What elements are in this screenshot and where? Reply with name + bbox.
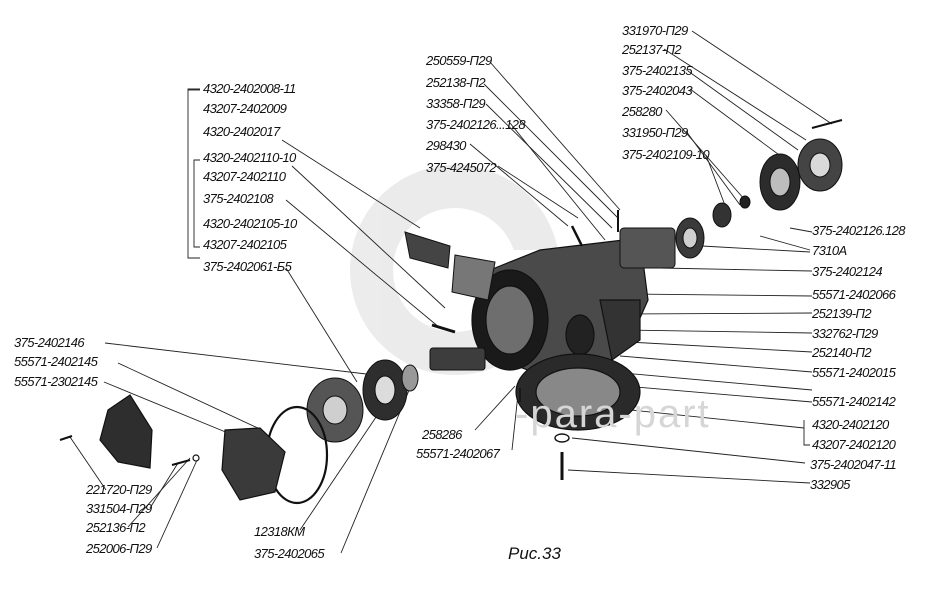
- part-label: 55571-2402145: [14, 354, 98, 369]
- part-label: 55571-2402066: [812, 287, 896, 302]
- part-label: 252138-П2: [426, 75, 486, 90]
- part-label: 55571-2402015: [812, 365, 896, 380]
- part-label: 375-2402043: [622, 83, 693, 98]
- part-label: 252139-П2: [812, 306, 872, 321]
- part-label: 375-2402109-10: [622, 147, 710, 162]
- part-label: 33358-П29: [426, 96, 486, 111]
- part-label: 55571-2402142: [812, 394, 896, 409]
- part-label: 331504-П29: [86, 501, 152, 516]
- part-label: 258286: [422, 427, 462, 442]
- part-label: 375-2402108: [203, 191, 274, 206]
- watermark-text: -para-part: [515, 392, 711, 436]
- part-label: 43207-2402105: [203, 237, 287, 252]
- part-label: 375-2402065: [254, 546, 325, 561]
- part-label: 375-2402135: [622, 63, 693, 78]
- covers-and-gasket: [59, 394, 329, 505]
- part-label: 55571-2302145: [14, 374, 98, 389]
- part-label: 4320-2402110-10: [203, 150, 296, 165]
- part-label: 331970-П29: [622, 23, 688, 38]
- bolts: [519, 210, 619, 480]
- part-label: 375-2402126.128: [812, 223, 906, 238]
- pinion-bearings: [619, 119, 843, 269]
- part-label: 43207-2402009: [203, 101, 287, 116]
- part-label: 375-2402061-Б5: [203, 259, 292, 274]
- part-label: 332905: [810, 477, 850, 492]
- axle-housing: [471, 237, 649, 431]
- part-label: 298430: [426, 138, 466, 153]
- part-label: 55571-2402067: [416, 446, 500, 461]
- part-label: 252140-П2: [812, 345, 872, 360]
- part-label: 375-2402126...128: [426, 117, 526, 132]
- part-label: 375-4245072: [426, 160, 497, 175]
- part-label: 258280: [622, 104, 662, 119]
- part-label: 375-2402146: [14, 335, 85, 350]
- part-label: 250559-П29: [426, 53, 492, 68]
- part-label: 252006-П29: [86, 541, 152, 556]
- part-label: 4320-2402120: [812, 417, 889, 432]
- part-label: 43207-2402120: [812, 437, 896, 452]
- part-label: 4320-2402008-11: [203, 81, 296, 96]
- part-label: 221720-П29: [86, 482, 152, 497]
- part-label: 375-2402124: [812, 264, 883, 279]
- part-label: 332762-П29: [812, 326, 878, 341]
- part-label: 252137-П2: [622, 42, 682, 57]
- leader-lines: [69, 30, 833, 554]
- part-label: 7310A: [812, 243, 847, 258]
- part-label: 12318КМ: [254, 524, 305, 539]
- part-label: 4320-2402017: [203, 124, 280, 139]
- part-label: 43207-2402110: [203, 169, 286, 184]
- figure-caption: Рис.33: [508, 544, 561, 563]
- part-label: 375-2402047-11: [810, 457, 897, 472]
- part-label: 4320-2402105-10: [203, 216, 297, 231]
- part-label: 331950-П29: [622, 125, 688, 140]
- part-label: 252136-П2: [86, 520, 146, 535]
